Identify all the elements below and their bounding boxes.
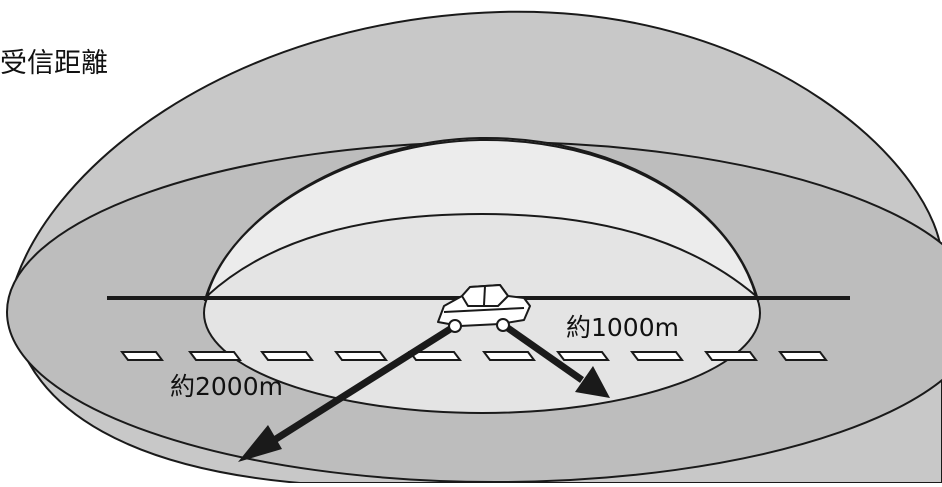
lane-markers	[120, 351, 828, 361]
car-icon	[437, 284, 531, 333]
inner-dome-top	[205, 138, 758, 300]
outer-range-label-group: 約2000m	[170, 372, 283, 401]
reception-distance-title: 受信距離	[0, 48, 108, 79]
inner-range-label: 約1000m	[566, 313, 679, 342]
arrow-icon-outer	[238, 323, 457, 462]
arrow-icon-inner	[502, 323, 610, 398]
outer-range-label: 約2000m	[170, 372, 283, 401]
